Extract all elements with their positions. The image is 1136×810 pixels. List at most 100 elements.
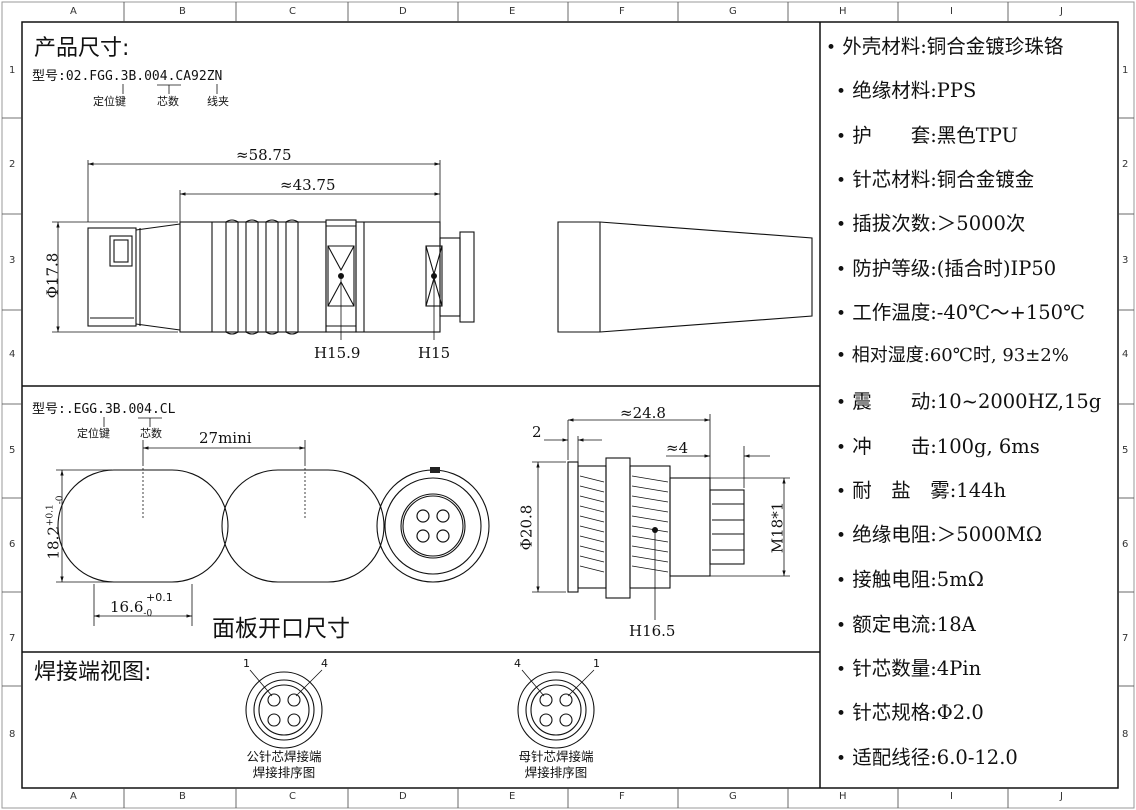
bullet-icon: •	[836, 346, 847, 366]
dim-cutout-height: 18.2+0.1-0	[44, 495, 66, 560]
plug-model-prefix: 型号:02.FGG.3B.	[32, 69, 145, 84]
grid-col-a-top: A	[70, 6, 77, 17]
dim-plug-diameter: Φ17.8	[43, 252, 62, 299]
dim-flange-diameter: Φ20.8	[517, 504, 536, 551]
grid-row-5-right: 5	[1122, 445, 1129, 456]
grid-col-b-top: B	[179, 6, 186, 17]
spec-item: • 针芯材料:铜合金镀金	[836, 170, 1034, 190]
spec-text: 外壳材料:铜合金镀珍珠铬	[842, 35, 1064, 58]
plug-model-core: 004	[144, 69, 168, 84]
spec-item: • 绝缘电阻:＞5000MΩ	[836, 525, 1042, 545]
dim-cutout-width-tol-plus: +0.1	[146, 591, 173, 604]
spec-text: 针芯数量:4Pin	[852, 657, 982, 680]
plug-tag-key: 定位键	[93, 95, 126, 108]
dim-socket-hex: H16.5	[629, 622, 676, 640]
spec-item: • 插拔次数:＞5000次	[836, 214, 1025, 234]
socket-tag-core: 芯数	[140, 427, 162, 440]
grid-row-4-left: 4	[9, 349, 16, 360]
spec-text: 护 套:黑色TPU	[852, 124, 1019, 147]
dim-cutout-height-tol-minus: -0	[55, 495, 66, 505]
spec-item: • 相对湿度:60℃时, 93±2%	[836, 347, 1069, 365]
male-pin-label-1: 1	[243, 657, 250, 670]
spec-item: • 防护等级:(插合时)IP50	[836, 259, 1056, 279]
dim-flange-thickness: 2	[532, 423, 542, 441]
spec-text: 针芯材料:铜合金镀金	[852, 168, 1035, 191]
grid-row-7-left: 7	[9, 633, 16, 644]
grid-col-j-top: J	[1060, 6, 1063, 17]
dim-cutout-width: 16.6-0	[110, 598, 152, 619]
grid-col-j-bottom: J	[1060, 791, 1063, 802]
plug-tag-clamp: 线夹	[207, 95, 229, 108]
dim-tail-length: ≈4	[666, 439, 689, 457]
grid-row-3-right: 3	[1122, 255, 1129, 266]
grid-col-d-top: D	[399, 6, 407, 17]
dim-socket-length: ≈24.8	[620, 404, 666, 422]
bullet-icon: •	[836, 82, 847, 102]
female-caption-line-2: 焊接排序图	[524, 765, 588, 780]
product-dimensions-title: 产品尺寸:	[34, 36, 130, 61]
grid-row-6-right: 6	[1122, 539, 1129, 550]
spec-text: 适配线径:6.0-12.0	[852, 746, 1018, 769]
socket-model-number: 型号:.EGG.3B.004.CL	[32, 403, 175, 416]
panel-cutout-caption: 面板开口尺寸	[212, 616, 350, 642]
plug-tag-core: 芯数	[157, 95, 179, 108]
male-pin-label-4: 4	[321, 657, 328, 670]
bullet-icon: •	[836, 749, 847, 769]
spec-text: 冲 击:100g, 6ms	[852, 435, 1040, 458]
plug-model-number: 型号:02.FGG.3B.004.CA92ZN	[32, 70, 222, 83]
bullet-icon: •	[836, 438, 847, 458]
spec-text: 震 动:10~2000HZ,15g	[852, 390, 1102, 413]
bullet-icon: •	[836, 571, 847, 591]
socket-model-suffix: .CL	[151, 402, 176, 417]
grid-col-g-top: G	[729, 6, 737, 17]
grid-col-g-bottom: G	[729, 791, 737, 802]
spec-item: • 针芯数量:4Pin	[836, 659, 981, 679]
grid-col-f-top: F	[619, 6, 625, 17]
spec-text: 相对湿度:60℃时, 93±2%	[851, 345, 1069, 366]
grid-row-2-left: 2	[9, 159, 16, 170]
bullet-icon: •	[836, 127, 847, 147]
dim-cutout-width-tol-minus: -0	[143, 609, 153, 619]
grid-col-h-top: H	[839, 6, 847, 17]
bullet-icon: •	[826, 38, 837, 58]
spec-item: • 冲 击:100g, 6ms	[836, 437, 1040, 457]
dim-cutout-height-value: 18.2	[44, 526, 63, 560]
grid-col-a-bottom: A	[70, 791, 77, 802]
grid-col-b-bottom: B	[179, 791, 186, 802]
spec-text: 工作温度:-40℃～+150℃	[852, 301, 1085, 324]
spec-item: • 适配线径:6.0-12.0	[836, 748, 1018, 768]
grid-row-8-left: 8	[9, 729, 16, 740]
grid-col-i-bottom: I	[950, 791, 953, 802]
grid-row-5-left: 5	[9, 445, 16, 456]
bullet-icon: •	[836, 215, 847, 235]
grid-row-3-left: 3	[9, 255, 16, 266]
female-pin-label-1: 1	[593, 657, 600, 670]
spec-item: • 耐 盐 雾:144h	[836, 481, 1006, 501]
dim-cutout-width-value: 16.6	[110, 598, 144, 616]
spec-item: • 工作温度:-40℃～+150℃	[836, 303, 1085, 323]
grid-row-4-right: 4	[1122, 349, 1129, 360]
bullet-icon: •	[836, 616, 847, 636]
bullet-icon: •	[836, 704, 847, 724]
grid-row-1-right: 1	[1122, 65, 1129, 76]
bullet-icon: •	[836, 526, 847, 546]
spec-text: 额定电流:18A	[852, 613, 976, 636]
grid-col-h-bottom: H	[839, 791, 847, 802]
bullet-icon: •	[836, 171, 847, 191]
male-caption-line-1: 公针芯焊接端	[246, 749, 322, 764]
bullet-icon: •	[836, 393, 847, 413]
spec-item: • 护 套:黑色TPU	[836, 126, 1018, 146]
grid-row-1-left: 1	[9, 65, 16, 76]
spec-text: 绝缘电阻:＞5000MΩ	[852, 523, 1043, 546]
spec-text: 绝缘材料:PPS	[852, 79, 977, 102]
socket-tag-key: 定位键	[77, 427, 110, 440]
dim-hex-1: H15.9	[314, 344, 361, 362]
spec-text: 防护等级:(插合时)IP50	[852, 257, 1057, 280]
bullet-icon: •	[836, 260, 847, 280]
spec-text: 针芯规格:Φ2.0	[852, 701, 984, 724]
grid-col-c-bottom: C	[289, 791, 296, 802]
spec-text: 接触电阻:5mΩ	[852, 568, 984, 591]
socket-model-prefix: 型号:.EGG.3B.	[32, 402, 129, 417]
